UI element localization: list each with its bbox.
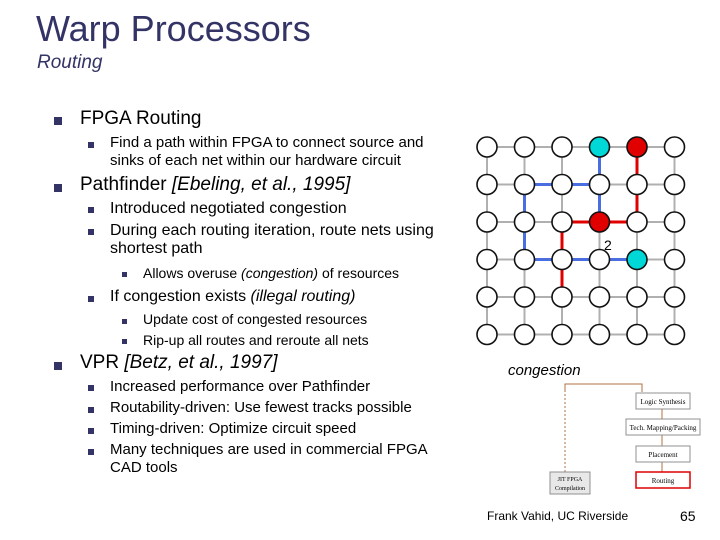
grid-node xyxy=(626,323,648,346)
logic-synthesis-label: Logic Synthesis xyxy=(641,398,686,406)
if-congestion-pre: If congestion exists xyxy=(110,288,251,305)
overuse-em: (congestion) xyxy=(241,265,319,281)
grid-node xyxy=(513,323,536,346)
grid-node xyxy=(588,211,611,233)
grid-node xyxy=(663,211,686,233)
grid-node xyxy=(476,136,498,158)
bullet-marker xyxy=(122,339,127,344)
placement-box xyxy=(635,445,691,463)
grid-node xyxy=(476,248,498,271)
bullet-marker xyxy=(54,184,62,192)
bullet-marker xyxy=(54,117,62,125)
bullet-vpr: VPR [Betz, et al., 1997] xyxy=(80,352,278,374)
bullet-negotiated-congestion: Introduced negotiated congestion xyxy=(110,200,347,217)
grid-node xyxy=(588,173,611,196)
bullet-marker xyxy=(88,449,94,455)
routing-label: Routing xyxy=(652,477,675,485)
routing-grid-diagram: 2 xyxy=(476,136,686,346)
grid-node xyxy=(551,286,573,308)
bullet-commercial: Many techniques are used in commercial F… xyxy=(110,441,427,476)
grid-node xyxy=(551,136,573,158)
bullet-marker xyxy=(88,296,94,302)
bullet-fpga-routing: FPGA Routing xyxy=(80,108,202,129)
bullet-allows-overuse: Allows overuse (congestion) of resources xyxy=(143,265,399,281)
jit-fpga-label-2: Compilation xyxy=(555,486,585,492)
grid-node xyxy=(663,323,686,346)
overuse-pre: Allows overuse xyxy=(143,265,242,281)
slide-title: Warp Processors xyxy=(36,8,311,49)
bullet-rip-up: Rip-up all routes and reroute all nets xyxy=(143,332,369,348)
bullet-marker xyxy=(54,362,62,370)
grid-node xyxy=(626,286,648,308)
grid-node xyxy=(551,173,573,196)
cad-flow-diagram: Logic Synthesis Tech. Mapping/Packing Pl… xyxy=(549,383,701,495)
bullet-marker xyxy=(88,229,94,235)
pathfinder-label: Pathfinder xyxy=(80,174,172,195)
grid-lines xyxy=(486,146,676,336)
bullet-find-path: Find a path within FPGA to connect sourc… xyxy=(110,134,424,169)
grid-node xyxy=(663,136,686,158)
grid-node xyxy=(663,248,686,271)
grid-node xyxy=(588,323,611,346)
grid-node xyxy=(476,173,498,196)
tech-mapping-label: Tech. Mapping/Packing xyxy=(630,424,697,432)
grid-node xyxy=(476,286,498,308)
vpr-citation: [Betz, et al., 1997] xyxy=(124,352,278,373)
bullet-update-cost: Update cost of congested resources xyxy=(143,311,368,327)
grid-node xyxy=(513,211,536,233)
flow-connector xyxy=(564,383,643,392)
bullet-if-congestion: If congestion exists (illegal routing) xyxy=(110,288,355,306)
congestion-label: congestion xyxy=(508,362,581,379)
jit-fpga-box xyxy=(549,471,591,495)
grid-node xyxy=(626,173,648,196)
grid-node xyxy=(626,136,648,158)
bullet-pathfinder: Pathfinder [Ebeling, et al., 1995] xyxy=(80,174,350,196)
grid-node xyxy=(476,323,498,346)
logic-synthesis-box xyxy=(635,392,691,410)
grid-node xyxy=(551,248,573,271)
bullet-marker xyxy=(122,272,127,277)
slide-subtitle: Routing xyxy=(37,52,103,73)
bullet-shortest-path: During each routing iteration, route net… xyxy=(110,222,434,257)
grid-nodes xyxy=(476,136,686,346)
bullet-marker xyxy=(88,407,94,413)
grid-node xyxy=(588,248,611,271)
grid-node xyxy=(513,286,536,308)
bullet-increased-performance: Increased performance over Pathfinder xyxy=(110,378,371,395)
grid-node xyxy=(663,286,686,308)
congestion-count: 2 xyxy=(604,237,612,253)
grid-node xyxy=(588,136,611,158)
jit-fpga-label-1: JIT FPGA xyxy=(558,477,583,483)
routing-box xyxy=(635,471,691,489)
page-number: 65 xyxy=(680,508,696,524)
bullet-marker xyxy=(88,207,94,213)
vpr-label: VPR xyxy=(80,352,125,373)
placement-label: Placement xyxy=(648,451,677,459)
bullet-routability: Routability-driven: Use fewest tracks po… xyxy=(110,399,412,416)
grid-node xyxy=(513,173,536,196)
overuse-post: of resources xyxy=(318,265,400,281)
bullet-marker xyxy=(88,428,94,434)
if-congestion-em: (illegal routing) xyxy=(250,288,356,305)
pathfinder-citation: [Ebeling, et al., 1995] xyxy=(171,174,351,195)
grid-node xyxy=(626,211,648,233)
grid-node xyxy=(551,211,573,233)
grid-node xyxy=(626,248,648,271)
bullet-timing-driven: Timing-driven: Optimize circuit speed xyxy=(110,420,357,437)
grid-node xyxy=(513,136,536,158)
bullet-marker xyxy=(88,142,94,148)
grid-node xyxy=(663,173,686,196)
grid-node xyxy=(476,211,498,233)
tech-mapping-box xyxy=(625,418,701,436)
grid-node xyxy=(588,286,611,308)
grid-node xyxy=(551,323,573,346)
bullet-marker xyxy=(122,319,127,324)
grid-node xyxy=(513,248,536,271)
footer-author: Frank Vahid, UC Riverside xyxy=(487,509,629,523)
bullet-marker xyxy=(88,385,94,391)
